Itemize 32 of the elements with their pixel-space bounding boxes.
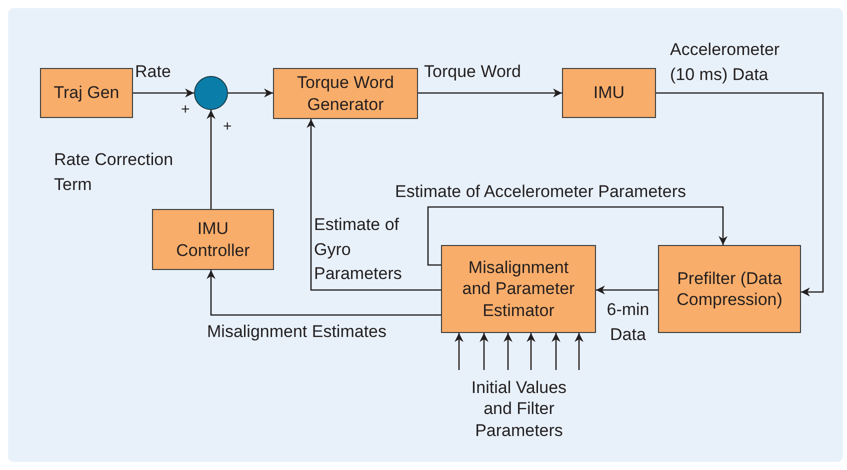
arrow [454,333,464,370]
edge-label: Rate [135,61,172,83]
arrow [574,333,584,370]
process-box: Torque Word Generator [273,68,418,119]
edge-label: Rate Correction Term [54,149,174,196]
process-box: Misalignment and Parameter Estimator [441,245,596,333]
arrow [656,92,824,296]
arrow [427,206,728,266]
arrow [206,110,216,209]
arrow [480,333,488,370]
sign-label: + [181,102,190,117]
arrow [418,88,562,98]
note-text: Initial Values and Filter Parameters [466,370,572,448]
arrow [596,286,658,294]
edge-label: Estimate of Accelerometer Parameters [395,181,688,203]
edge-label: Torque Word [424,61,522,83]
process-box: Traj Gen [40,68,133,118]
edge-label: 6-min Data [606,299,650,346]
edge-label: Accelerometer (10 ms) Data [670,39,781,86]
arrow [526,333,536,370]
arrow [504,333,512,370]
process-box: IMU [562,68,656,118]
edge-label: Misalignment Estimates [207,321,388,343]
sign-label: + [223,119,232,134]
arrow [552,333,560,370]
arrow [228,88,273,98]
process-box: IMU Controller [152,209,274,270]
arrow [133,88,194,98]
arrow [306,119,441,291]
process-box: Prefilter (Data Compression) [658,245,801,333]
arrow [206,270,441,316]
edge-label: Estimate of Gyro Parameters [314,214,403,286]
